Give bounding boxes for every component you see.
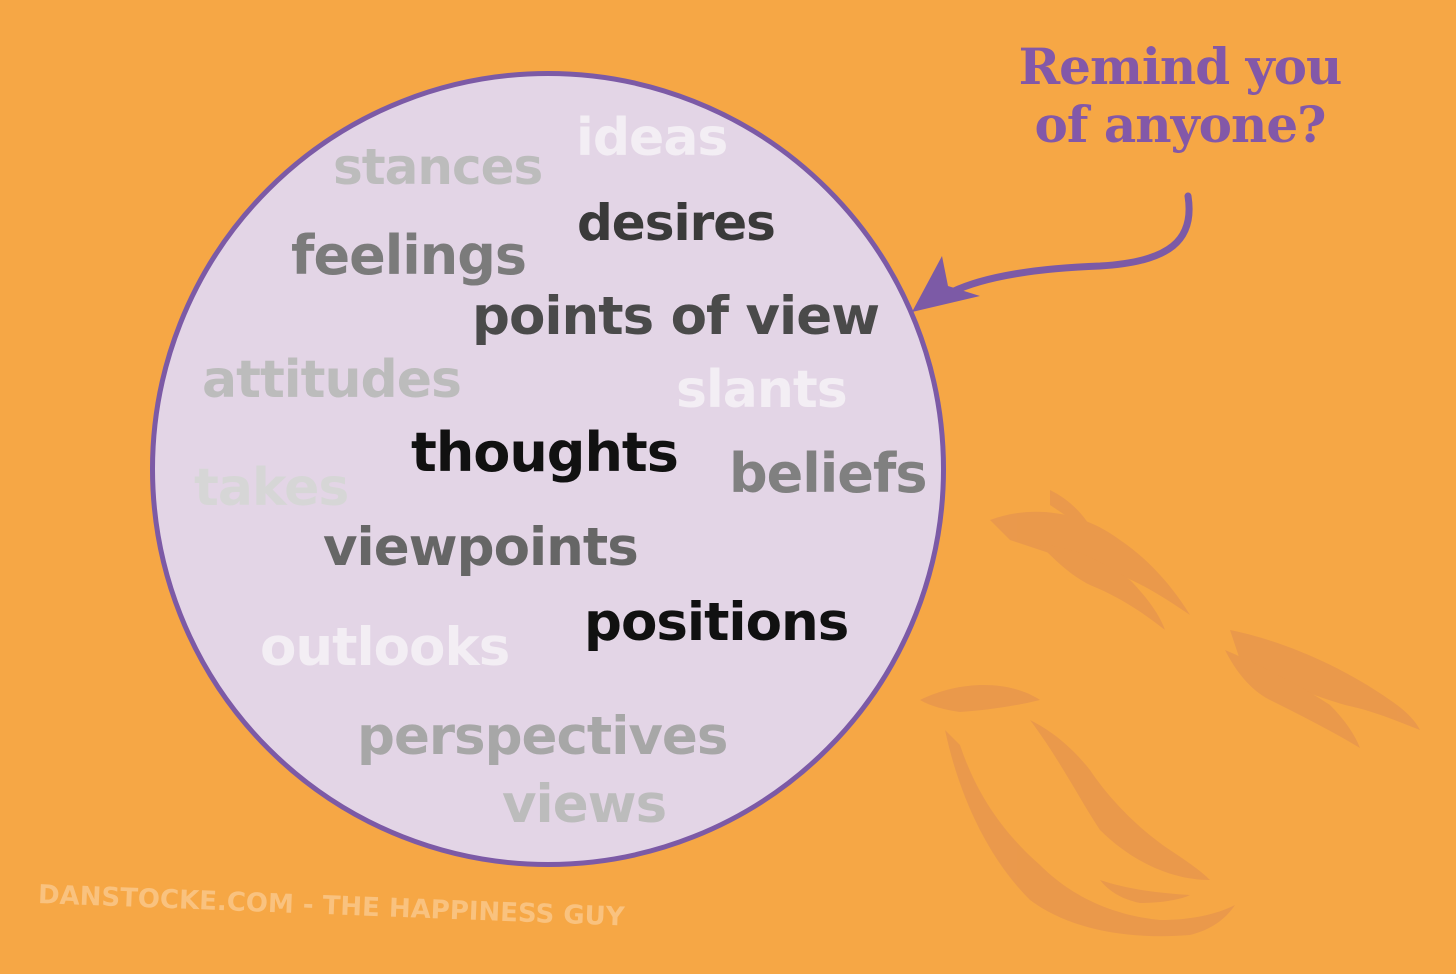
- mouth-sketch: [920, 685, 1040, 712]
- callout-line-2: of anyone?: [1034, 95, 1327, 154]
- word-attitudes: attitudes: [202, 350, 462, 410]
- word-ideas: ideas: [576, 108, 728, 168]
- word-thoughts: thoughts: [411, 421, 679, 484]
- word-outlooks: outlooks: [260, 617, 510, 678]
- word-beliefs: beliefs: [729, 442, 928, 505]
- word-takes: takes: [194, 458, 349, 518]
- word-desires: desires: [577, 194, 776, 252]
- word-feelings: feelings: [291, 224, 527, 287]
- word-slants: slants: [676, 360, 848, 420]
- word-points-of-view: points of view: [472, 286, 880, 347]
- word-circle: [150, 71, 946, 867]
- callout-text: Remind you of anyone?: [990, 38, 1370, 154]
- word-positions: positions: [584, 592, 849, 653]
- word-perspectives: perspectives: [357, 706, 728, 767]
- callout-line-1: Remind you: [1018, 37, 1343, 96]
- right-eye-sketch: [1230, 630, 1420, 730]
- word-views: views: [502, 774, 667, 835]
- word-viewpoints: viewpoints: [323, 517, 639, 578]
- word-stances: stances: [333, 138, 543, 196]
